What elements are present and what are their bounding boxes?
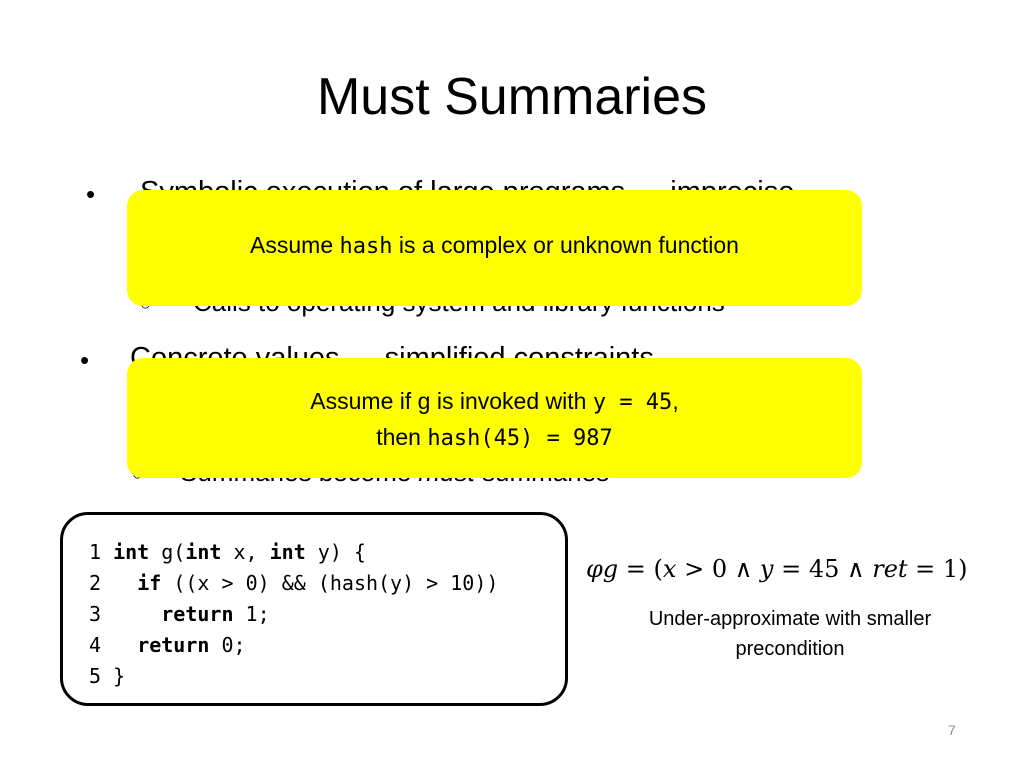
code-keyword: return [137,633,210,657]
bullet-marker: • [86,179,96,209]
code-text: 0; [209,633,246,657]
code-text [113,602,161,626]
note-line: precondition [735,638,845,660]
code-keyword: int [113,540,150,564]
code-line: 3 return 1; [89,599,498,630]
code-text: y) { [305,540,366,564]
code-text: ((x > 0) && (hash(y) > 10)) [161,571,499,595]
code-keyword: if [137,571,162,595]
code-text: x, [221,540,270,564]
formula-var-y: y [759,555,774,583]
callout-text: Assume [250,232,340,258]
callout-text: g [417,388,431,414]
code-line-number: 4 [89,633,114,657]
code-line-number: 2 [89,571,114,595]
callout-invocation-assumption: Assume if g is invoked with y = 45, then… [127,358,862,478]
formula-part: = 45 ∧ [773,555,873,583]
formula-part: = 1) [907,555,968,583]
formula-part: = ( [618,555,663,583]
note-line: Under-approximate with smaller [648,608,932,630]
code-keyword: return [161,602,234,626]
code-text [113,633,137,657]
formula-note: Under-approximate with smaller precondit… [600,604,980,664]
formula-var-x: x [662,555,677,583]
callout-hash-assumption: Assume hash is a complex or unknown func… [127,190,862,306]
code-line: 1 int g(int x, int y) { [89,537,498,568]
formula-phi: φg [586,555,619,583]
code-listing: 1 int g(int x, int y) {2 if ((x > 0) && … [89,537,498,692]
summary-formula: φg = (x > 0 ∧ y = 45 ∧ ret = 1) [586,552,1016,586]
code-line: 5 } [89,661,498,692]
slide-title: Must Summaries [316,68,708,126]
code-box: 1 int g(int x, int y) {2 if ((x > 0) && … [60,512,568,706]
callout-text: Assume if [310,388,418,414]
callout-text: , [672,388,679,414]
callout-code: hash(45) = 987 [427,426,613,451]
callout-code: y = 45 [592,390,673,415]
code-line: 4 return 0; [89,630,498,661]
callout-line: Assume hash is a complex or unknown func… [127,230,862,262]
code-line: 2 if ((x > 0) && (hash(y) > 10)) [89,568,498,599]
code-text [113,571,137,595]
callout-text: is a complex or unknown function [392,232,739,258]
code-line-number: 1 [89,540,114,564]
callout-code: hash [339,234,393,259]
code-text: 1; [233,602,270,626]
callout-line: Assume if g is invoked with y = 45, [127,384,862,420]
callout-text: is invoked with [430,388,593,414]
code-text: } [113,664,126,688]
code-text: g( [149,540,186,564]
bullet-marker: • [80,345,90,375]
formula-part: > 0 ∧ [676,555,760,583]
code-line-number: 5 [89,664,114,688]
page-number: 7 [948,722,956,738]
code-keyword: int [269,540,306,564]
callout-text: then [376,424,428,450]
formula-var-ret: ret [872,555,908,583]
code-keyword: int [185,540,222,564]
code-line-number: 3 [89,602,114,626]
callout-line: then hash(45) = 987 [127,420,862,456]
